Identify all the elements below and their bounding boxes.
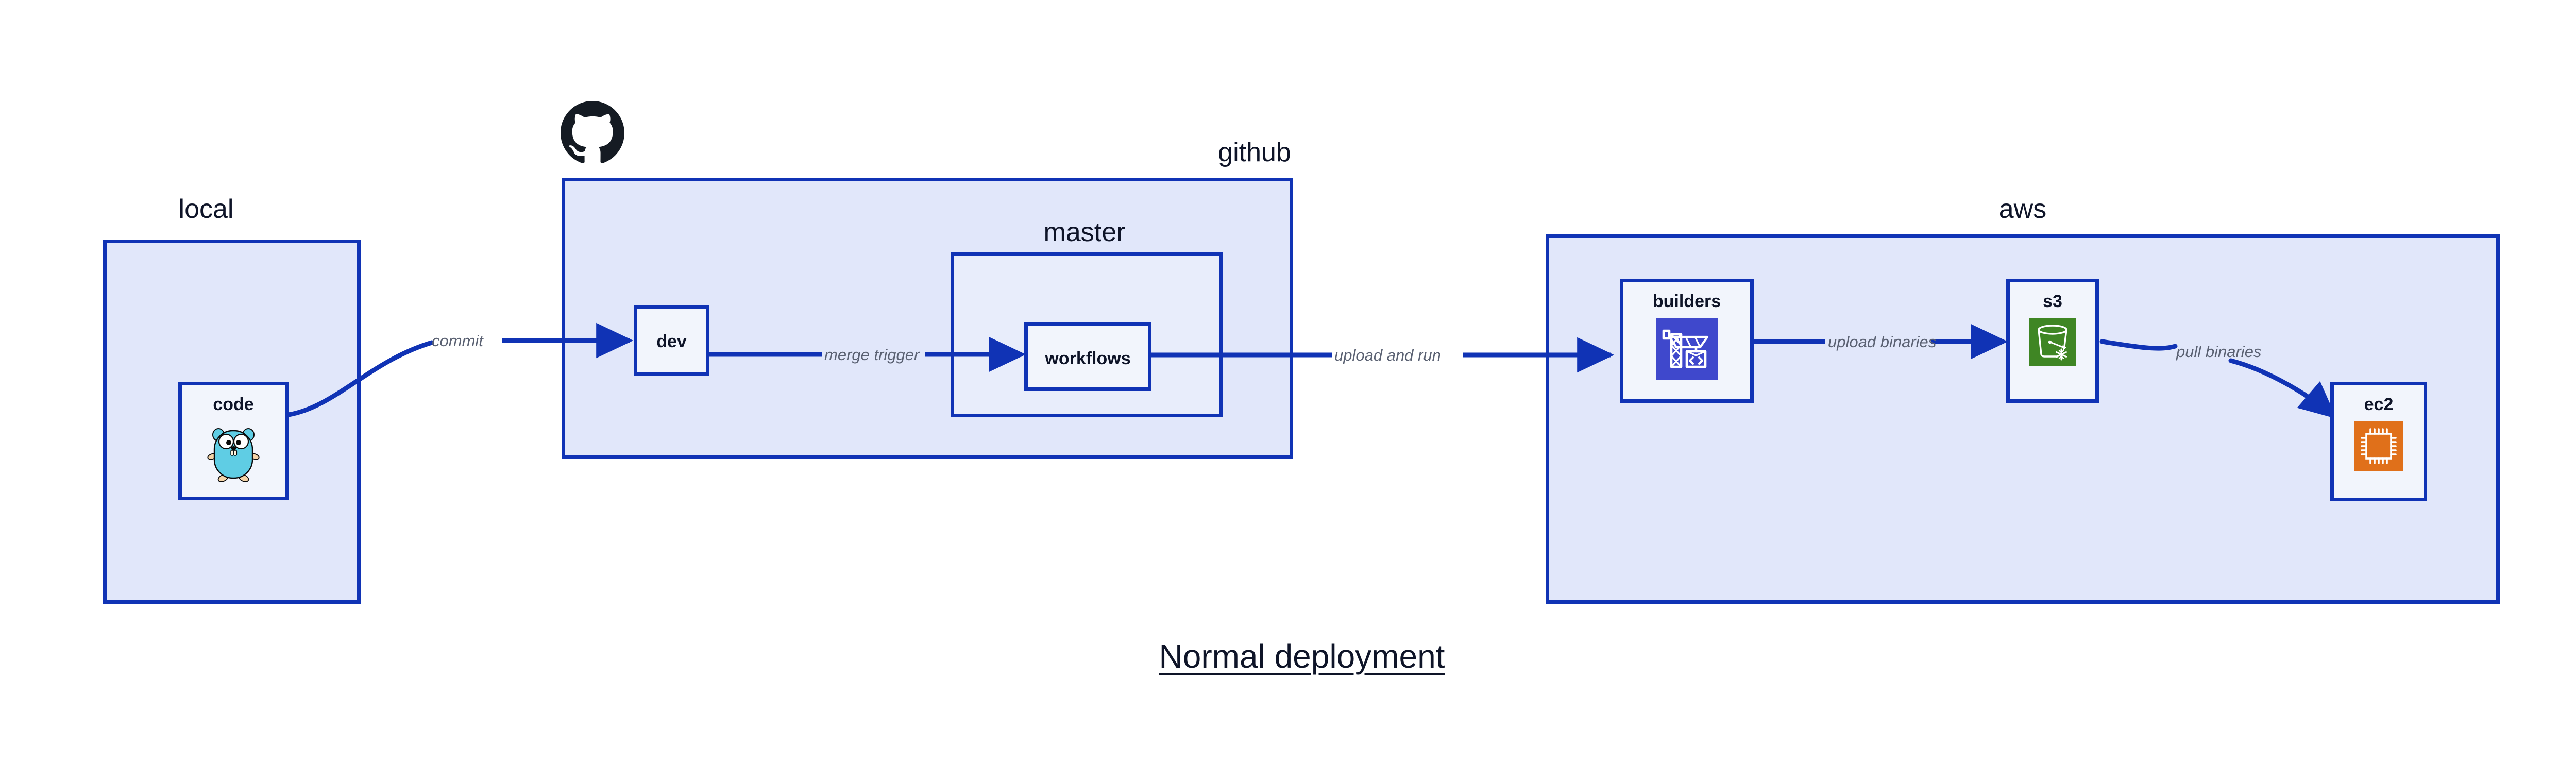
group-label-github: github bbox=[1218, 138, 1291, 167]
node-label-workflows: workflows bbox=[1045, 349, 1131, 368]
node-builders[interactable]: builders bbox=[1620, 279, 1754, 403]
node-dev[interactable]: dev bbox=[634, 305, 709, 376]
node-s3[interactable]: s3 bbox=[2006, 279, 2099, 403]
node-ec2[interactable]: ec2 bbox=[2330, 382, 2427, 501]
edge-label-pull-binaries: pull binaries bbox=[2176, 343, 2262, 361]
node-label-builders: builders bbox=[1652, 292, 1721, 311]
aws-codebuild-icon bbox=[1656, 318, 1718, 380]
edge-label-merge-trigger: merge trigger bbox=[824, 346, 920, 364]
aws-s3-bucket-icon bbox=[2029, 318, 2076, 366]
go-gopher-icon bbox=[207, 428, 260, 482]
group-label-aws: aws bbox=[1998, 194, 2047, 224]
edge-label-commit: commit bbox=[432, 332, 483, 350]
node-label-s3: s3 bbox=[2043, 292, 2062, 311]
node-label-code: code bbox=[213, 395, 254, 414]
edge-label-upload-and-run: upload and run bbox=[1334, 346, 1441, 364]
github-logo-icon bbox=[561, 101, 624, 163]
group-label-master: master bbox=[1043, 217, 1126, 247]
node-label-ec2: ec2 bbox=[2364, 395, 2394, 414]
diagram-title: Normal deployment bbox=[1159, 638, 1445, 675]
node-workflows[interactable]: workflows bbox=[1024, 322, 1151, 391]
group-label-local: local bbox=[178, 194, 234, 224]
aws-ec2-chip-icon bbox=[2354, 421, 2403, 471]
node-code[interactable]: code bbox=[178, 382, 289, 500]
edge-label-upload-binaries: upload binaries bbox=[1828, 333, 1937, 351]
node-label-dev: dev bbox=[656, 332, 687, 351]
